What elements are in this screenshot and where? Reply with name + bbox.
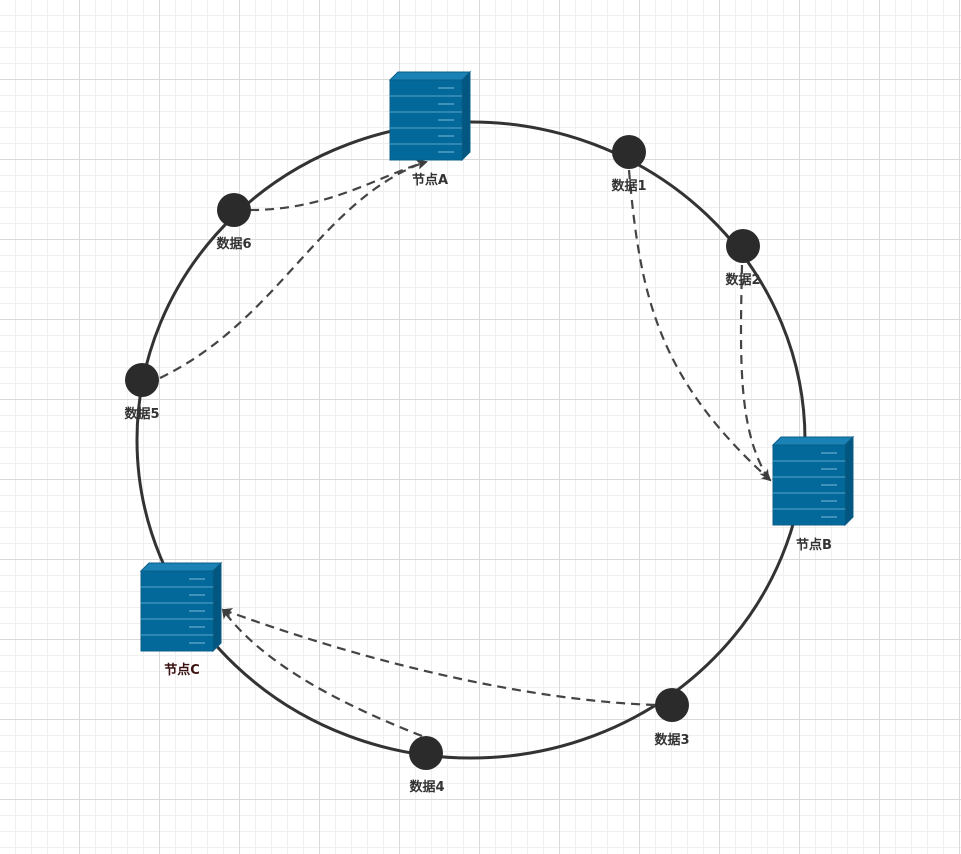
- arrow-data2-to-nodeB: [739, 264, 770, 480]
- data-label-5: 数据5: [124, 406, 159, 422]
- server-icon-node-a: [389, 71, 471, 161]
- arrow-data5-to-nodeA: [159, 160, 427, 379]
- server-icon-node-b: [772, 436, 854, 526]
- server-icon-node-c: [140, 562, 222, 652]
- data-point-2: [726, 229, 760, 263]
- data-label-2: 数据2: [725, 272, 760, 288]
- data-label-3: 数据3: [654, 732, 689, 748]
- arrow-data3-to-nodeC: [222, 608, 656, 707]
- data-point-6: [217, 193, 251, 227]
- node-b-label: 节点B: [796, 537, 832, 553]
- mapping-arrows: [159, 159, 772, 738]
- arrow-data4-to-nodeC: [221, 608, 423, 738]
- data-point-4: [409, 736, 443, 770]
- data-label-4: 数据4: [409, 779, 444, 795]
- data-label-1: 数据1: [611, 178, 646, 194]
- data-label-6: 数据6: [216, 236, 251, 252]
- node-a-label: 节点A: [412, 172, 448, 188]
- arrow-data6-to-nodeA: [249, 159, 428, 212]
- data-point-3: [655, 688, 689, 722]
- arrow-data1-to-nodeB: [627, 169, 772, 482]
- node-c-label: 节点C: [164, 662, 200, 678]
- data-point-5: [125, 363, 159, 397]
- data-point-1: [612, 135, 646, 169]
- data-points: [125, 135, 760, 770]
